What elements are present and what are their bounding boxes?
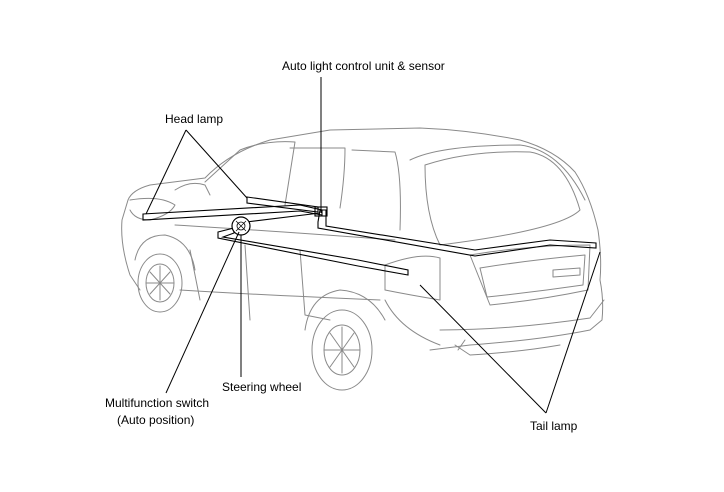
multifunction-switch-marker [231,216,251,236]
steering-wheel-label: Steering wheel [222,380,302,394]
tail-lamp-label: Tail lamp [530,419,578,433]
leader-head-lamp-left [145,129,187,215]
head-lamp-harness [142,204,323,221]
steering-connection [237,212,321,224]
leader-lines [145,77,601,414]
wiring-harness [142,196,597,276]
leader-tail-lamp-right [545,251,601,414]
leader-multifunction-switch [165,231,240,394]
vehicle-outline [121,127,605,391]
leader-tail-lamp-left [419,284,547,414]
head-lamp-label: Head lamp [165,112,224,126]
auto-light-label: Auto light control unit & sensor [282,59,445,73]
rear-harness [317,209,597,257]
dash-harness [246,196,319,213]
auto-position-label: (Auto position) [117,413,195,427]
multifunction-switch-label: Multifunction switch [105,396,210,410]
leader-head-lamp-right [185,129,248,199]
